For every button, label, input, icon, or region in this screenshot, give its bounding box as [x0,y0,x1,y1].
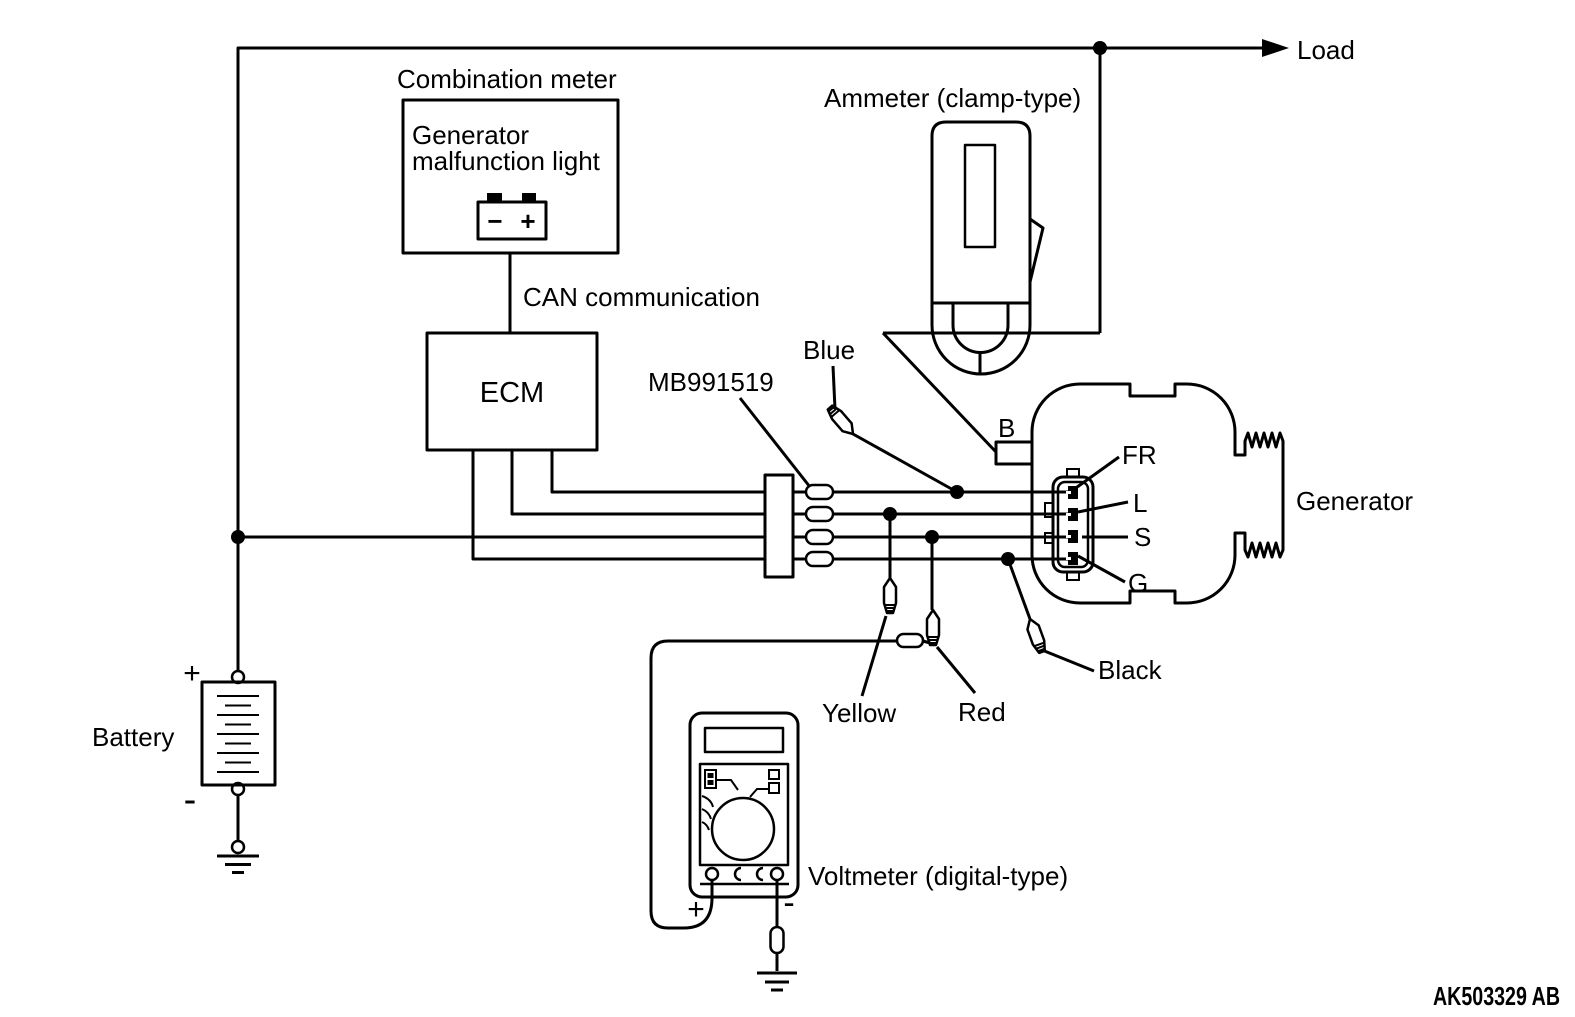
battery-minus-sign: - [184,779,197,821]
yellow-probe-label: Yellow [822,698,896,728]
l-terminal-label: L [1133,488,1147,518]
ecm-label: ECM [480,377,544,409]
voltmeter-icon [688,711,800,899]
yellow-probe-icon [882,576,898,615]
bullet-terminal-icon [804,483,835,501]
voltmeter-panel [698,762,790,867]
lamp-minus-sign: − [487,206,502,236]
mb991519-harness-block [763,473,835,579]
generator-malfunction-light-label-line2: malfunction light [412,146,601,176]
ammeter-trigger [1028,217,1045,283]
voltmeter-display [703,726,785,754]
ammeter-clamp-icon [930,120,1045,376]
generator-malfunction-light-label-line1: Generator [412,120,529,150]
combination-meter-box: Generator malfunction light − + [401,98,620,255]
wire-g [471,450,1068,561]
battery-warning-lamp-icon: − + [476,193,548,241]
load-label: Load [1297,35,1355,65]
mb991519-leader-line [738,397,812,488]
battery-plates [217,695,259,773]
ground-symbol [217,854,259,874]
connector-pins [1066,486,1078,565]
bullet-terminal-icon [895,632,925,649]
generator-connector [1044,468,1095,581]
bullet-terminal-icon [804,550,835,568]
black-leader-line [1041,648,1095,673]
battery-label: Battery [92,722,174,752]
wire-l [510,450,1068,516]
ecm-box: ECM [425,331,599,452]
ammeter-branch-wire [881,48,1102,454]
ammeter-jaw-inner [951,303,1010,354]
ammeter-label: Ammeter (clamp-type) [824,83,1081,113]
bullet-terminal-icon [769,925,785,955]
voltmeter-dial [710,796,776,862]
voltmeter-plus-sign: + [687,893,705,926]
voltmeter-label: Voltmeter (digital-type) [808,861,1068,891]
black-probe-label: Black [1098,655,1163,685]
black-probe-wire [1006,558,1032,620]
lamp-plus-sign: + [520,206,535,236]
generator-body [1030,382,1285,605]
voltmeter-positive-lead [649,632,931,930]
voltmeter-negative-lead [757,880,797,992]
terminal-leader-lines [1072,455,1129,584]
ground-symbol [757,971,797,992]
load-arrow-icon [1262,39,1289,57]
figure-code: AK503329 AB [1433,981,1560,1011]
blue-probe-wire [852,432,958,494]
yellow-leader-line [860,615,888,697]
mb991519-label: MB991519 [648,367,774,397]
combination-meter-label: Combination meter [397,64,617,94]
generator-label: Generator [1296,486,1413,516]
blue-leader-line [831,365,837,410]
s-terminal-label: S [1134,522,1151,552]
red-probe-label: Red [958,697,1006,727]
bullet-terminal-icon [804,505,835,523]
g-terminal-label: G [1128,568,1148,598]
voltmeter-terminals [700,866,789,886]
battery-symbol [200,669,277,874]
voltmeter-minus-sign: - [783,884,794,922]
b-terminal-box [994,440,1034,466]
blue-probe-icon [824,402,859,440]
fr-terminal-label: FR [1122,440,1157,470]
bullet-terminal-icon [804,528,835,546]
battery-plus-sign: + [183,657,201,690]
red-probe-icon [925,608,941,647]
ammeter-display-slot [963,143,997,249]
black-probe-icon [1023,615,1049,656]
blue-probe-label: Blue [803,335,855,365]
can-communication-label: CAN communication [523,282,760,312]
red-leader-line [935,646,977,694]
b-terminal-label: B [998,413,1015,443]
